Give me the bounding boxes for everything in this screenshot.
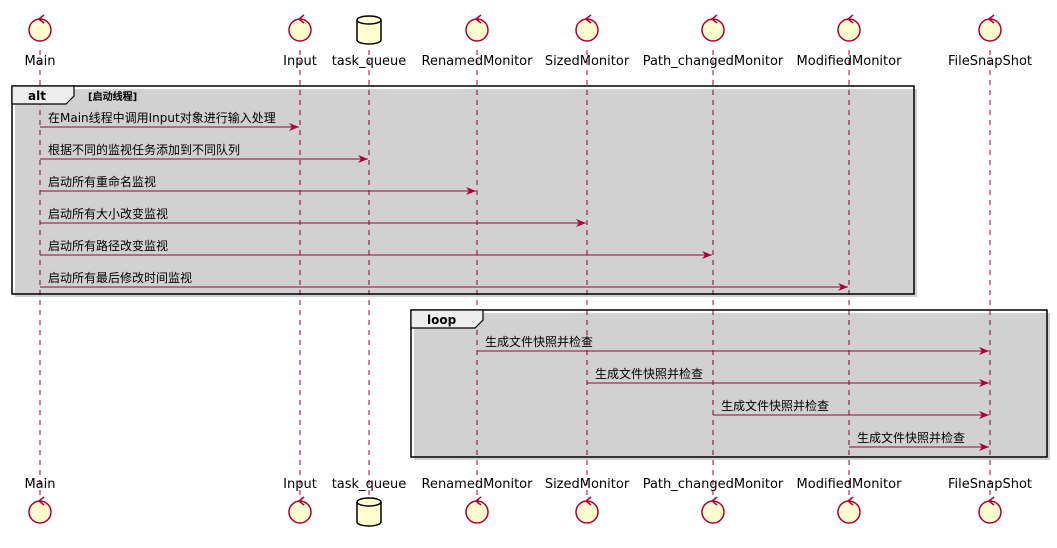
participant-label: ModifiedMonitor [797, 477, 903, 492]
control-icon [978, 496, 1002, 524]
participant-renamed-head: RenamedMonitor [422, 14, 534, 69]
message-label: 生成文件快照并检查 [721, 398, 829, 413]
messages: 在Main线程中调用Input对象进行输入处理根据不同的监视任务添加到不同队列启… [40, 110, 989, 451]
participant-modified-head: ModifiedMonitor [797, 14, 903, 69]
fragment-keyword: alt [28, 89, 46, 103]
message-sized-to-snapshot: 生成文件快照并检查 [587, 366, 989, 387]
participant-label: RenamedMonitor [422, 54, 534, 69]
participant-renamed-foot: RenamedMonitor [422, 477, 534, 524]
control-icon [837, 14, 861, 42]
message-modified-to-snapshot: 生成文件快照并检查 [849, 430, 989, 451]
message-label: 生成文件快照并检查 [857, 430, 965, 445]
participant-label: Input [283, 54, 317, 69]
control-icon [288, 496, 312, 524]
participant-snapshot-head: FileSnapShot [948, 14, 1032, 69]
message-label: 根据不同的监视任务添加到不同队列 [48, 142, 240, 157]
participant-label: SizedMonitor [545, 54, 630, 69]
participant-main-head: Main [24, 14, 56, 69]
message-label: 生成文件快照并检查 [595, 366, 703, 381]
control-icon [28, 14, 52, 42]
message-label: 启动所有重命名监视 [48, 174, 156, 189]
message-main-to-path: 启动所有路径改变监视 [40, 238, 712, 259]
participant-label: ModifiedMonitor [797, 54, 903, 69]
participant-label: RenamedMonitor [422, 477, 534, 492]
fragment-keyword: loop [427, 313, 457, 327]
message-label: 在Main线程中调用Input对象进行输入处理 [48, 110, 276, 125]
message-label: 启动所有最后修改时间监视 [48, 270, 192, 285]
participant-input-head: Input [283, 14, 317, 69]
database-icon [356, 15, 382, 45]
control-icon [575, 14, 599, 42]
participant-sized-head: SizedMonitor [545, 14, 630, 69]
participant-label: task_queue [332, 477, 407, 492]
message-path-to-snapshot: 生成文件快照并检查 [713, 398, 989, 419]
participant-label: FileSnapShot [948, 54, 1032, 69]
fragment-loop: loop [410, 309, 1050, 460]
participant-label: Input [283, 477, 317, 492]
control-icon [465, 14, 489, 42]
participant-main-foot: Main [24, 477, 56, 524]
control-icon [837, 496, 861, 524]
participants: MainMainInputInputtask_queuetask_queueRe… [24, 14, 1032, 527]
control-icon [575, 496, 599, 524]
participant-snapshot-foot: FileSnapShot [948, 477, 1032, 524]
message-main-to-task_queue: 根据不同的监视任务添加到不同队列 [40, 142, 368, 163]
participant-label: task_queue [332, 54, 407, 69]
participant-label: Path_changedMonitor [643, 54, 784, 69]
message-label: 启动所有路径改变监视 [48, 238, 168, 253]
participant-label: FileSnapShot [948, 477, 1032, 492]
participant-label: SizedMonitor [545, 477, 630, 492]
control-icon [28, 496, 52, 524]
participant-label: Main [24, 477, 55, 492]
participant-label: Main [24, 54, 55, 69]
participant-path-foot: Path_changedMonitor [643, 477, 784, 524]
participant-task_queue-foot: task_queue [332, 477, 407, 527]
message-main-to-renamed: 启动所有重命名监视 [40, 174, 476, 195]
control-icon [288, 14, 312, 42]
participant-label: Path_changedMonitor [643, 477, 784, 492]
control-icon [701, 14, 725, 42]
message-label: 启动所有大小改变监视 [48, 206, 168, 221]
participant-sized-foot: SizedMonitor [545, 477, 630, 524]
participant-modified-foot: ModifiedMonitor [797, 477, 903, 524]
control-icon [978, 14, 1002, 42]
participant-path-head: Path_changedMonitor [643, 14, 784, 69]
fragments: alt [启动线程] loop [11, 85, 1050, 460]
control-icon [465, 496, 489, 524]
message-main-to-sized: 启动所有大小改变监视 [40, 206, 586, 227]
lifelines [39, 50, 991, 500]
message-renamed-to-snapshot: 生成文件快照并检查 [477, 334, 989, 355]
participant-task_queue-head: task_queue [332, 15, 407, 69]
message-main-to-modified: 启动所有最后修改时间监视 [40, 270, 848, 291]
database-icon [356, 497, 382, 527]
fragment-guard: [启动线程] [88, 90, 137, 103]
participant-input-foot: Input [283, 477, 317, 524]
message-main-to-input: 在Main线程中调用Input对象进行输入处理 [40, 110, 299, 131]
message-label: 生成文件快照并检查 [485, 334, 593, 349]
control-icon [701, 496, 725, 524]
